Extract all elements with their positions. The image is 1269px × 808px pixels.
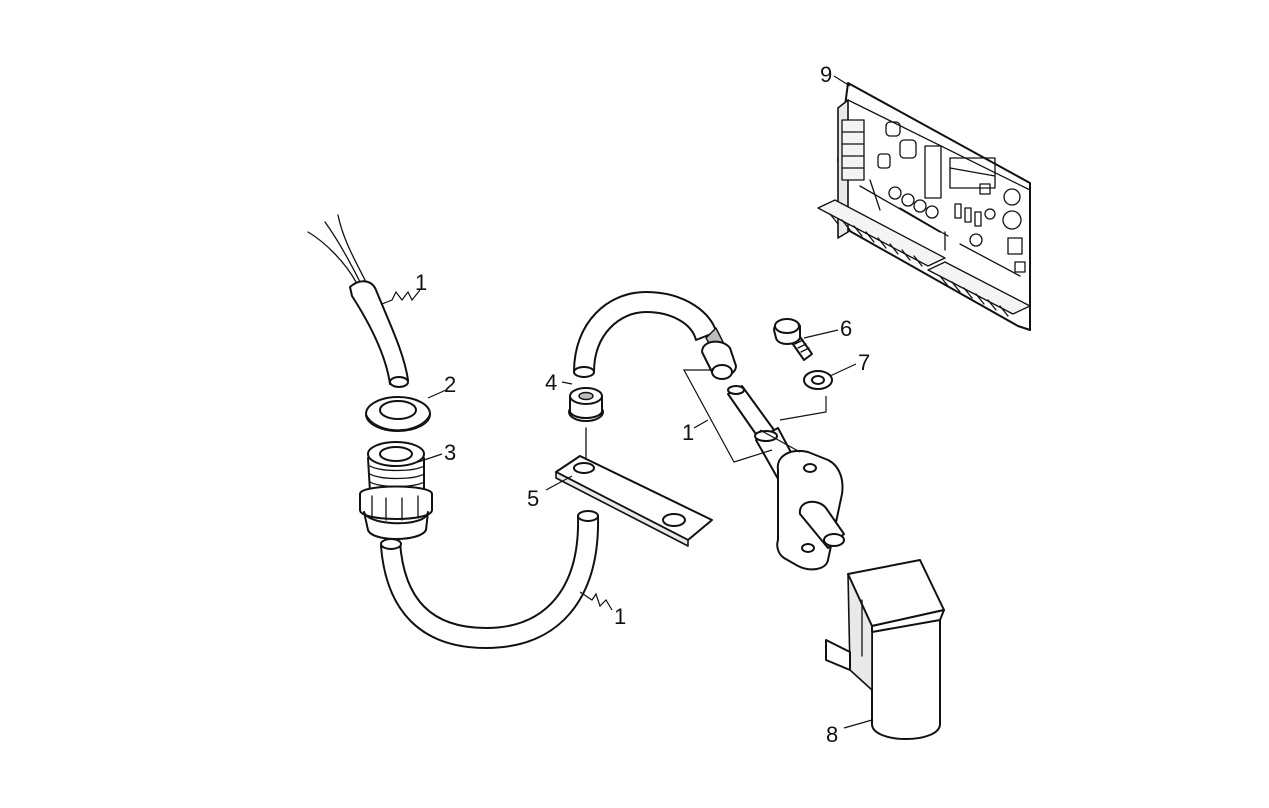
mounting-strip xyxy=(555,455,713,547)
callout-3-cable-gland: 3 xyxy=(444,440,456,465)
callout-8-protective-hood: 8 xyxy=(826,722,838,747)
cable-lower-loop xyxy=(380,510,600,649)
callout-2-lock-nut: 2 xyxy=(444,372,456,397)
callout-1-lower-cable: 1 xyxy=(614,604,626,629)
callout-9-circuit-board: 9 xyxy=(820,62,832,87)
callout-5-mounting-strip: 5 xyxy=(527,486,539,511)
washer xyxy=(803,370,833,390)
callout-6-screw: 6 xyxy=(840,316,852,341)
cable-upper-section xyxy=(307,214,409,388)
sensor-probe xyxy=(682,327,845,571)
circuit-board xyxy=(817,82,1031,331)
callout-1-sensor-cable: 1 xyxy=(682,420,694,445)
cable-arch xyxy=(573,291,717,378)
protective-hood xyxy=(825,559,945,740)
screw xyxy=(773,318,813,361)
callout-1-upper-cable: 1 xyxy=(415,270,427,295)
callout-7-washer: 7 xyxy=(858,350,870,375)
callout-leaders xyxy=(381,75,873,729)
callout-4-grommet: 4 xyxy=(545,370,557,395)
cable-gland xyxy=(359,441,433,540)
lock-nut xyxy=(365,396,431,432)
grommet xyxy=(568,387,604,459)
